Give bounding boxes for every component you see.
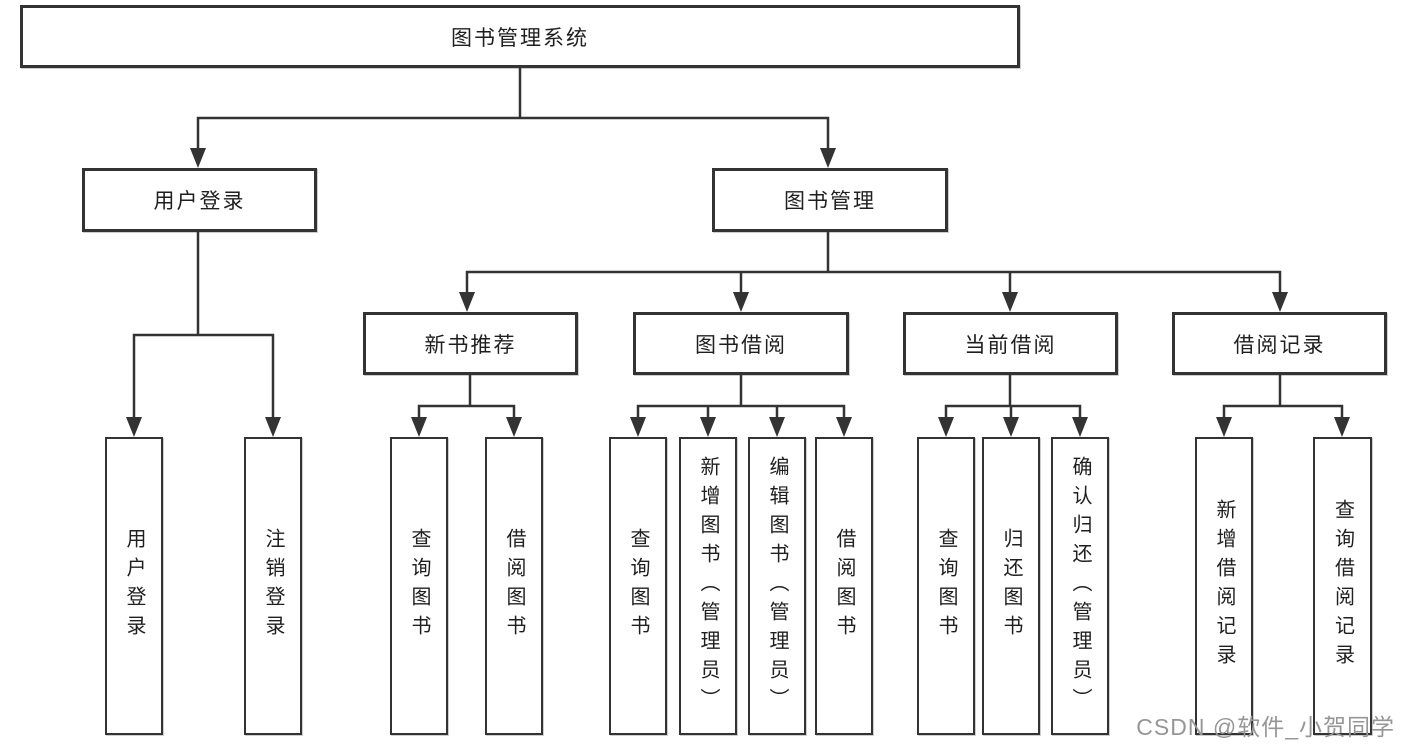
leaf-label: 查询图书 [408, 528, 430, 644]
leaf-label: 注销登录 [262, 528, 284, 644]
node-current-borrow: 当前借阅 [903, 312, 1118, 375]
node-label: 新书推荐 [424, 333, 517, 357]
leaf-logout: 注销登录 [244, 437, 302, 735]
node-borrow-record: 借阅记录 [1172, 312, 1387, 375]
leaf-query-borrow-record: 查询借阅记录 [1313, 437, 1372, 735]
node-user-login-branch: 用户登录 [82, 168, 317, 232]
leaf-label: 借阅图书 [503, 528, 525, 644]
node-label: 图书管理系统 [451, 26, 589, 50]
leaf-label: 归还图书 [1000, 528, 1022, 644]
leaf-query-books-current: 查询图书 [917, 437, 975, 735]
leaf-label: 用户登录 [123, 528, 145, 644]
connector-borrow-record-to-leaves [1222, 373, 1344, 422]
arrowheads [126, 148, 1350, 437]
node-label: 借阅记录 [1233, 333, 1326, 357]
leaf-label: 新增图书（管理员） [697, 455, 719, 717]
leaf-return-book: 归还图书 [982, 437, 1040, 735]
connector-book-borrow-to-leaves [636, 373, 846, 422]
leaf-confirm-return-admin: 确认归还（管理员） [1051, 437, 1109, 735]
leaf-label: 借阅图书 [833, 528, 855, 644]
leaf-label: 确认归还（管理员） [1069, 455, 1091, 717]
connector-root-to-level2 [196, 66, 830, 153]
node-root-library-system: 图书管理系统 [20, 5, 1020, 68]
node-label: 用户登录 [153, 190, 246, 213]
leaf-label: 查询借阅记录 [1331, 499, 1354, 673]
leaf-borrow-book: 借阅图书 [815, 437, 873, 735]
leaf-add-book-admin: 新增图书（管理员） [679, 437, 737, 735]
leaf-label: 编辑图书（管理员） [766, 455, 788, 717]
leaf-label: 查询图书 [935, 528, 957, 644]
leaf-label: 查询图书 [627, 528, 649, 644]
leaf-edit-book-admin: 编辑图书（管理员） [748, 437, 806, 735]
leaf-query-books-borrow: 查询图书 [609, 437, 667, 735]
leaf-query-books-recommend: 查询图书 [390, 437, 448, 735]
leaf-add-borrow-record: 新增借阅记录 [1195, 437, 1253, 735]
node-new-book-recommend: 新书推荐 [363, 312, 578, 375]
node-book-mgmt-branch: 图书管理 [712, 168, 948, 232]
connector-user-login-to-leaves [132, 230, 275, 422]
leaf-label: 新增借阅记录 [1213, 499, 1235, 673]
connector-book-mgmt-to-level3 [465, 230, 1282, 297]
leaf-user-login: 用户登录 [105, 437, 163, 735]
leaf-borrow-books-recommend: 借阅图书 [485, 437, 543, 735]
connector-current-borrow-to-leaves [944, 373, 1082, 422]
node-label: 当前借阅 [964, 333, 1057, 357]
node-label: 图书管理 [784, 190, 876, 213]
connector-new-book-to-leaves [417, 373, 516, 422]
csdn-watermark: CSDN @软件_小贺同学 [1136, 714, 1395, 740]
node-book-borrow: 图书借阅 [633, 312, 849, 375]
node-label: 图书借阅 [695, 333, 787, 357]
